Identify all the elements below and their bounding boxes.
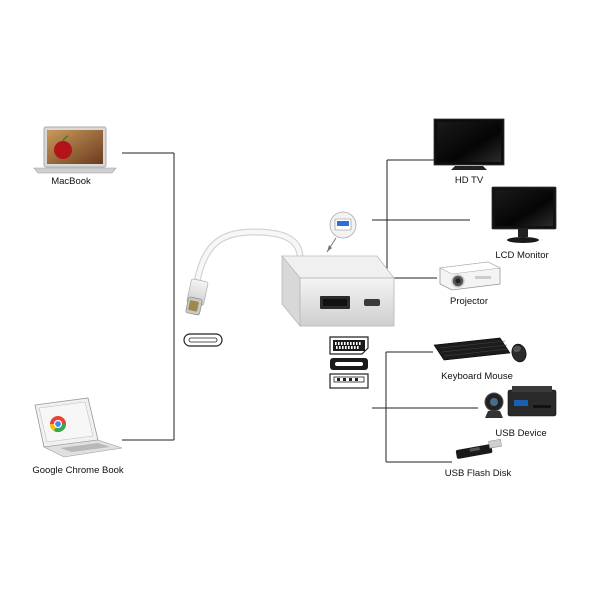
hd-tv-image xyxy=(433,118,505,170)
macbook-image xyxy=(33,126,117,174)
display-connector-lines xyxy=(372,159,470,285)
macbook-label: MacBook xyxy=(51,176,91,187)
usb-flash-disk-image xyxy=(455,438,502,459)
usb-c-output-icon xyxy=(330,358,368,370)
usb-a-port-icon xyxy=(329,373,369,389)
keyboard-mouse-image xyxy=(433,337,527,363)
keyboard-mouse-label: Keyboard Mouse xyxy=(441,371,513,382)
usb-c-port-icon xyxy=(183,333,223,347)
hd-tv-label: HD TV xyxy=(454,175,484,186)
lcd-monitor-label: LCD Monitor xyxy=(495,250,549,261)
lcd-monitor-image xyxy=(491,186,557,243)
displayport-icon xyxy=(329,336,369,355)
chromebook-image xyxy=(34,397,123,458)
usb-device-image xyxy=(484,386,557,418)
usb-flash-disk-label: USB Flash Disk xyxy=(444,468,512,479)
usb-port-callout xyxy=(326,211,357,253)
projector-image xyxy=(438,261,502,291)
left-connector-lines xyxy=(122,152,175,441)
usb-connector-lines xyxy=(372,351,478,463)
usb-device-label: USB Device xyxy=(495,428,547,439)
adapter-body xyxy=(281,254,395,328)
projector-label: Projector xyxy=(449,296,489,307)
chromebook-label: Google Chrome Book xyxy=(32,465,124,476)
usb-c-cable xyxy=(185,228,304,316)
